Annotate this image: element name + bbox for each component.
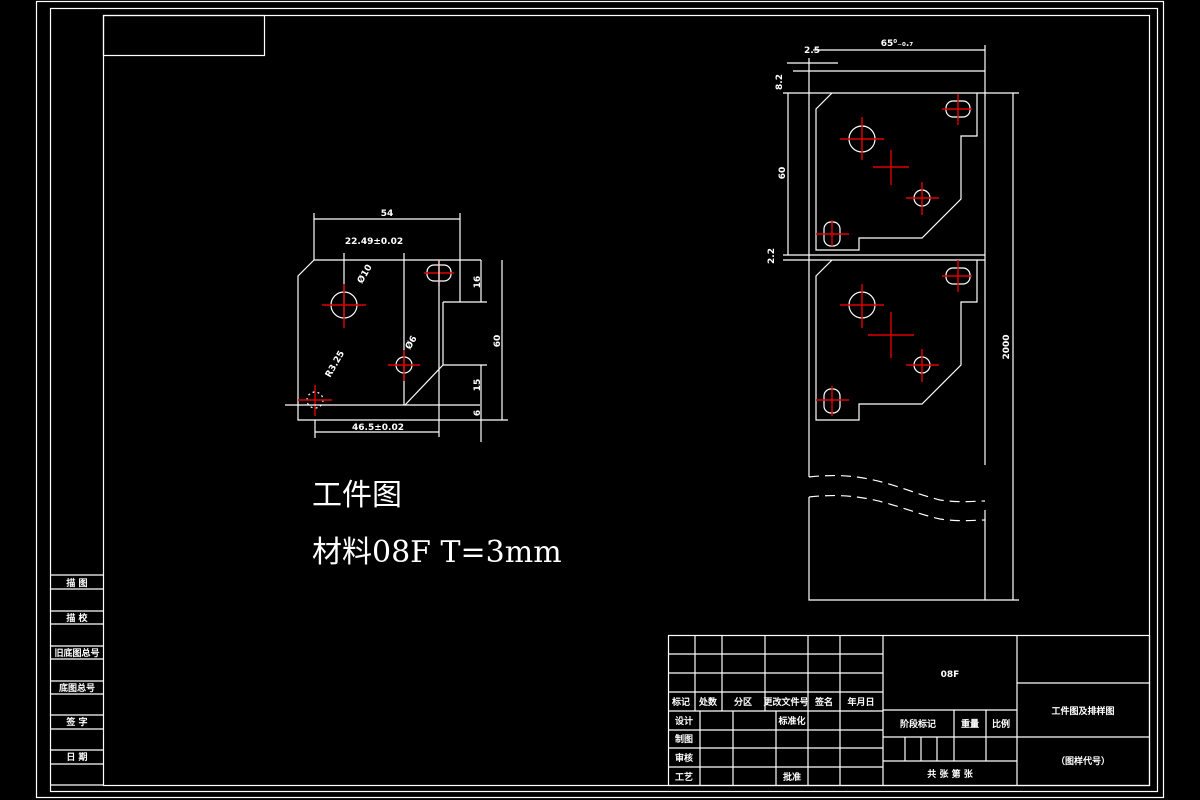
side-label: 旧底图总号	[54, 647, 99, 659]
header-cell: 更改文件号	[763, 696, 808, 708]
inner-frame	[102, 14, 1151, 787]
side-label: 描 图	[66, 577, 87, 589]
dim-text: 2000	[1002, 334, 1012, 359]
scale-label: 比例	[992, 718, 1010, 730]
header-cell: 签名	[814, 696, 833, 708]
outer-frame	[35, 0, 1165, 799]
header-cell: 分区	[734, 696, 752, 708]
dim-text: Ø6	[403, 334, 419, 352]
dim-text: 65⁰₋₀.₇	[881, 39, 914, 49]
material-line: 材料08F T=3mm	[312, 535, 562, 570]
material-cell: 08F	[941, 670, 960, 680]
dim-text: 15	[473, 379, 483, 392]
header-cell: 处数	[698, 696, 718, 708]
strip-layout-drawing: 65⁰₋₀.₇ 2.5 8.2 60 2.2 2000	[767, 39, 1019, 601]
row-label: 设计	[675, 715, 693, 727]
drawing-name: 工件图及排样图	[1051, 705, 1114, 717]
dim-text: 2.5	[804, 46, 820, 56]
middle-frame	[49, 7, 1159, 793]
dim-text: 60	[778, 167, 788, 180]
sheets-label: 共 张 第 张	[927, 768, 973, 780]
dim-text: Ø10	[355, 263, 375, 286]
workpiece-title: 工件图	[312, 478, 402, 513]
side-label: 日 期	[66, 751, 87, 763]
dim-text: 46.5±0.02	[352, 423, 404, 433]
header-cell: 标记	[671, 696, 690, 708]
dim-text: 8.2	[775, 74, 785, 90]
dim-text: 2.2	[767, 248, 777, 264]
stage-mark-label: 阶段标记	[900, 718, 936, 730]
corner-code-box	[102, 14, 266, 57]
row-label: 工艺	[675, 771, 693, 783]
workpiece-drawing: 54 22.49±0.02 Ø10 Ø6 R3.25 46.5±0.02 16 …	[285, 209, 508, 442]
side-label: 签 字	[65, 716, 87, 728]
dim-text: 16	[473, 276, 483, 289]
standardization-label: 标准化	[777, 715, 805, 727]
dim-text: R3.25	[324, 349, 347, 379]
side-label: 底图总号	[59, 682, 95, 694]
weight-label: 重量	[961, 718, 979, 730]
row-label: 制图	[675, 733, 693, 745]
approve-label: 批准	[783, 771, 801, 783]
header-cell: 年月日	[847, 696, 874, 708]
dim-text: 54	[381, 209, 394, 219]
side-label: 描 校	[66, 612, 88, 624]
title-block-text: 标记 处数 分区 更改文件号 签名 年月日 设计 制图 审核 工艺 标准化 批准…	[671, 670, 1115, 783]
drawing-code: （图样代号）	[1056, 755, 1110, 767]
title-block	[667, 634, 1151, 787]
dim-text: 6	[473, 410, 483, 416]
side-panel: 描 图 描 校 旧底图总号 底图总号 签 字 日 期	[50, 574, 103, 786]
dim-text: 60	[493, 335, 503, 348]
row-label: 审核	[675, 752, 693, 764]
dim-text: 22.49±0.02	[345, 237, 403, 247]
